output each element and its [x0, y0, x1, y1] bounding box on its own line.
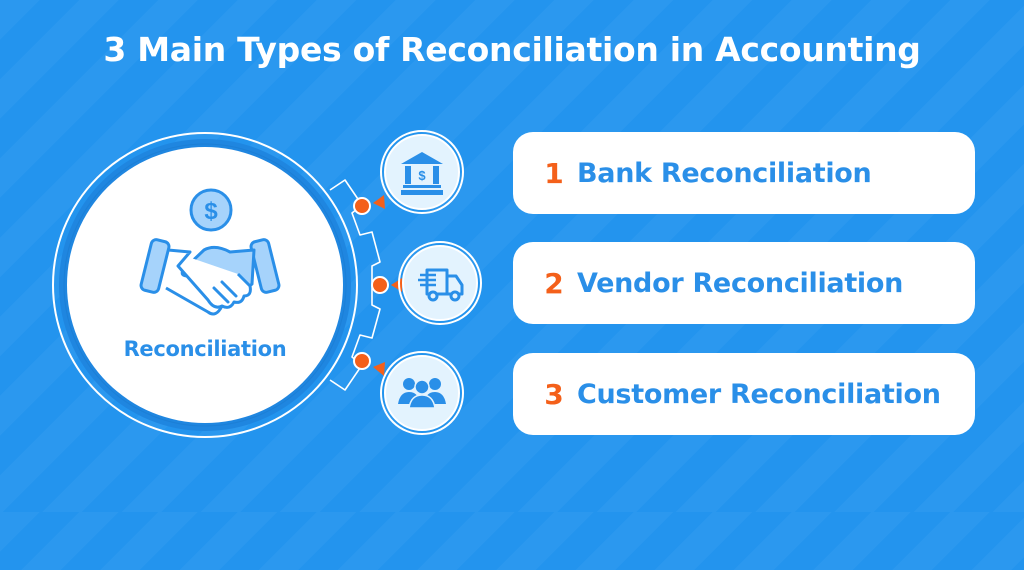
item-label: Bank Reconciliation: [577, 157, 872, 189]
item-number: 3: [544, 377, 564, 411]
list-item-vendor-reconciliation: 2 Vendor Reconciliation: [513, 242, 975, 324]
handshake-dollar-icon: $: [139, 188, 281, 316]
bank-icon: $: [380, 130, 464, 214]
item-number: 1: [544, 156, 564, 190]
svg-text:$: $: [204, 198, 218, 225]
hub-label: Reconciliation: [123, 337, 287, 361]
hub-diagram: $ $: [52, 130, 482, 438]
customer-group-icon: [380, 351, 464, 435]
item-label: Vendor Reconciliation: [577, 267, 904, 299]
list-item-bank-reconciliation: 1 Bank Reconciliation: [513, 132, 975, 214]
delivery-truck-icon: [398, 241, 482, 325]
page-title: 3 Main Types of Reconciliation in Accoun…: [103, 30, 921, 69]
connector-2: [371, 276, 402, 294]
connector-1: [353, 195, 385, 215]
item-number: 2: [544, 266, 564, 300]
item-label: Customer Reconciliation: [577, 378, 941, 410]
list-item-customer-reconciliation: 3 Customer Reconciliation: [513, 353, 975, 435]
svg-text:$: $: [418, 168, 426, 183]
connector-3: [353, 352, 385, 376]
